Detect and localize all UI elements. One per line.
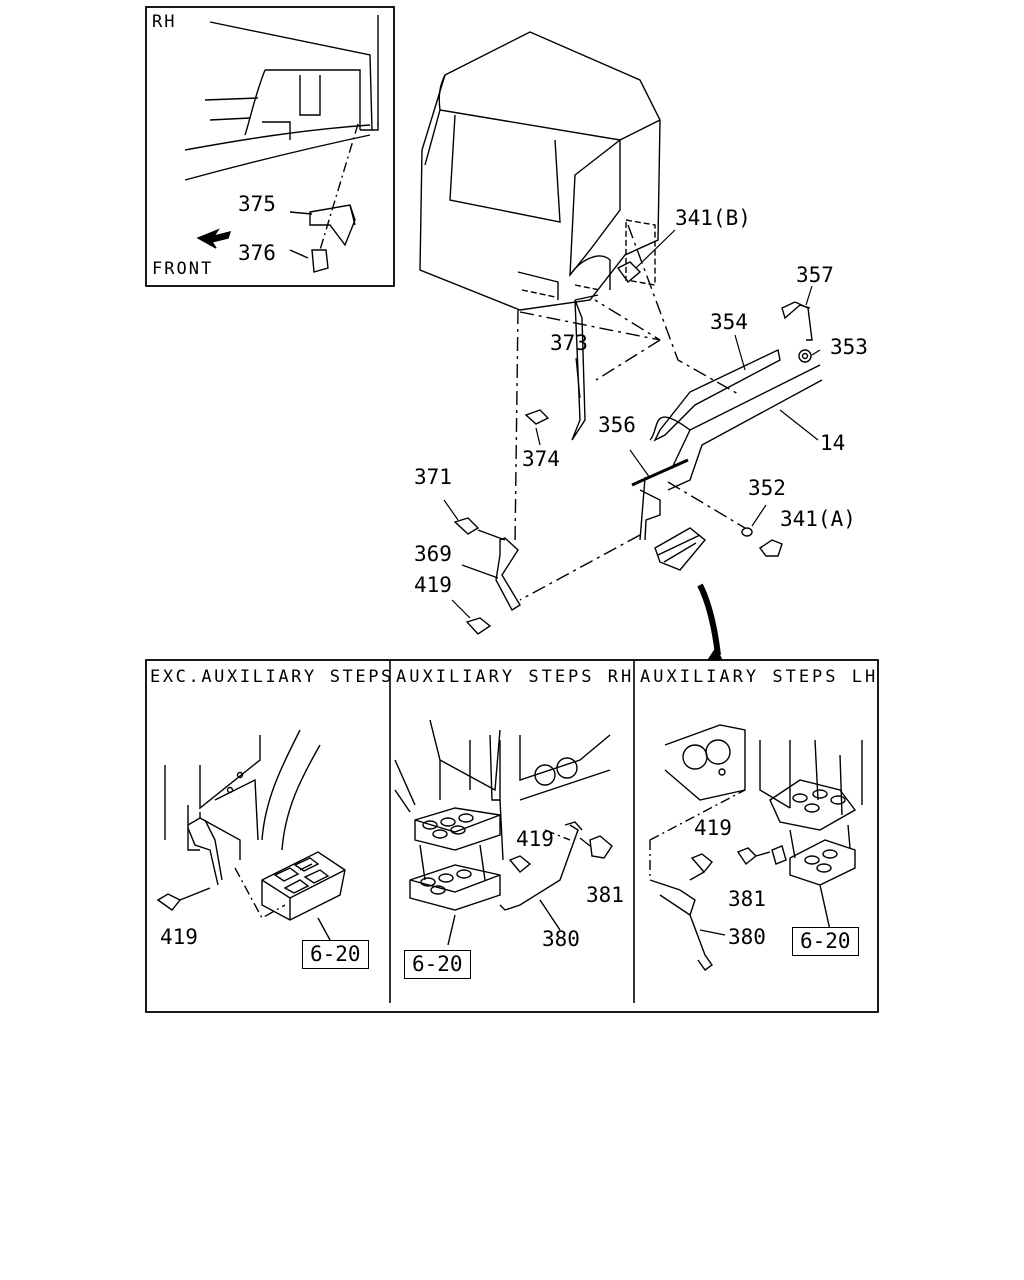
- panel3-ref-box: 6-20: [792, 927, 859, 956]
- callout-375: 375: [238, 192, 276, 216]
- assembly-lines: [514, 224, 746, 601]
- panel3-sketch: [649, 724, 863, 971]
- leader-lines: [443, 229, 821, 661]
- callout-374: 374: [522, 447, 560, 471]
- variants-frame: [145, 659, 879, 1013]
- cab-body: [419, 31, 661, 311]
- callout-354: 354: [710, 310, 748, 334]
- callout-352: 352: [748, 476, 786, 500]
- panel1-title: EXC.AUXILIARY STEPS: [150, 667, 394, 687]
- callout-357: 357: [796, 263, 834, 287]
- callout-419-main: 419: [414, 573, 452, 597]
- panel1-ref-box: 6-20: [302, 940, 369, 969]
- callout-369: 369: [414, 542, 452, 566]
- panel2-callout-380: 380: [542, 927, 580, 951]
- callout-356: 356: [598, 413, 636, 437]
- callout-373: 373: [550, 331, 588, 355]
- inset-front-label: FRONT: [152, 259, 214, 279]
- panel2-ref-box: 6-20: [404, 950, 471, 979]
- callout-14: 14: [820, 431, 846, 455]
- panel1-sketch: [156, 729, 346, 941]
- inset-side-label: RH: [152, 12, 177, 32]
- callout-353: 353: [830, 335, 868, 359]
- panel1-callout-419: 419: [160, 925, 198, 949]
- panel3-callout-381: 381: [728, 887, 766, 911]
- panel2-callout-381: 381: [586, 883, 624, 907]
- panel2-callout-419: 419: [516, 827, 554, 851]
- callout-376: 376: [238, 241, 276, 265]
- panel2-title: AUXILIARY STEPS RH: [396, 667, 635, 687]
- inset-frame: [145, 6, 395, 287]
- step-bracket-assembly: [453, 261, 823, 635]
- callout-341b: 341(B): [675, 206, 751, 230]
- panel2-sketch: [394, 719, 613, 946]
- panel3-callout-380: 380: [728, 925, 766, 949]
- callout-371: 371: [414, 465, 452, 489]
- panel3-callout-419: 419: [694, 816, 732, 840]
- panel3-title: AUXILIARY STEPS LH: [640, 667, 879, 687]
- callout-341a: 341(A): [780, 507, 856, 531]
- inset-sketch: [184, 15, 379, 273]
